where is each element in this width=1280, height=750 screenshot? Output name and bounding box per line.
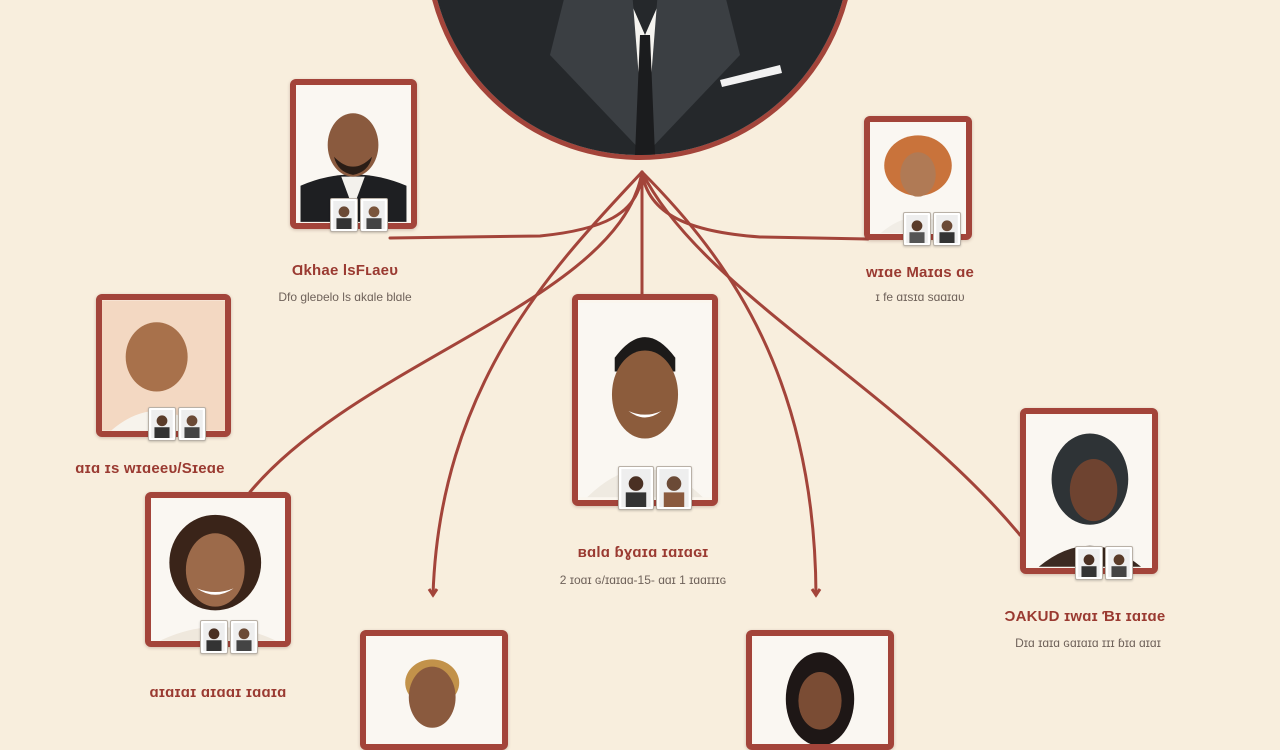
node-card-low-left[interactable] xyxy=(145,492,291,647)
photo-thumbnail xyxy=(148,407,176,441)
photo-thumbnail xyxy=(230,620,258,654)
node-card-bottom-center-right[interactable] xyxy=(746,630,894,750)
connector-bottom-right xyxy=(640,170,818,597)
node-description: Dfo gleᴅelo ls ɑkɑle blɑle xyxy=(278,290,412,304)
family-tree-diagram: Ɑkhae lsFʟaeᴜ Dfo gleᴅelo ls ɑkɑle blɑle… xyxy=(75,0,1166,750)
connector-top-right xyxy=(640,170,870,241)
node-card-mid-left[interactable] xyxy=(96,294,231,437)
connector-top-left xyxy=(388,170,644,240)
node-thumbnails-right xyxy=(1075,546,1133,580)
node-name: ƆAKUD ɪwɑɪ Ɓɪ ɪɑɪɑe xyxy=(1004,608,1166,625)
node-name: wɪɑe Maɪɑs ɑe xyxy=(865,264,975,281)
node-name: ʙɑlɑ ɓɣɑɪɑ ɪɑɪɑɢɪ xyxy=(577,544,709,561)
smiling-man-portrait-icon xyxy=(102,300,225,431)
photo-thumbnail xyxy=(618,466,654,510)
photo-thumbnail xyxy=(200,620,228,654)
connector-bottom-left xyxy=(431,170,644,597)
node-card-bottom-center-left[interactable] xyxy=(360,630,508,750)
node-name: ɑɪɑ ɪs wɪɑeeᴜ/Sɪeɑe xyxy=(75,460,225,477)
photo-thumbnail xyxy=(330,198,358,232)
connector-right xyxy=(640,170,1022,537)
node-description: Dɪɑ ɪɑɪɑ ɢɑɪɑɪɑ ɪɪɪ ɓɪɑ ɑɪɑɪ xyxy=(1015,636,1161,650)
arrowhead-icon xyxy=(427,588,439,598)
node-thumbnails-low-left xyxy=(200,620,258,654)
node-thumbnails-top-right xyxy=(903,212,961,246)
node-card-right[interactable] xyxy=(1020,408,1158,574)
connector-lines xyxy=(248,170,1022,598)
connector-low-left xyxy=(248,170,644,494)
node-description: 2 ɪoɑɪ ɢ/ɪɑɪɑɑ-15- ɑɑɪ 1 ɪɑɑɪɪɪɢ xyxy=(559,573,727,587)
node-name: ɑɪɑɪɑɪ ɑɪɑɑɪ ɪɑɑɪɑ xyxy=(149,684,287,701)
photo-thumbnail xyxy=(656,466,692,510)
node-description: ɪ fe ɑɪsɪɑ sɑɑɪɑᴜ xyxy=(875,290,965,304)
grinning-man-portrait-icon xyxy=(578,302,712,498)
photo-thumbnail xyxy=(178,407,206,441)
arrowhead-icon xyxy=(810,588,822,598)
short-hair-woman-portrait-icon xyxy=(367,636,501,744)
node-thumbnails-center xyxy=(618,466,692,510)
node-thumbnails-top-left xyxy=(330,198,388,232)
wavy-hair-woman-portrait-icon xyxy=(151,498,285,641)
node-thumbnails-mid-left xyxy=(148,407,206,441)
photo-thumbnail xyxy=(903,212,931,246)
long-hair-woman-portrait-icon xyxy=(753,636,887,744)
braided-hair-woman-portrait-icon xyxy=(1026,415,1152,567)
photo-thumbnail xyxy=(933,212,961,246)
photo-thumbnail xyxy=(360,198,388,232)
photo-thumbnail xyxy=(1105,546,1133,580)
photo-thumbnail xyxy=(1075,546,1103,580)
node-name: Ɑkhae lsFʟaeᴜ xyxy=(291,262,399,279)
